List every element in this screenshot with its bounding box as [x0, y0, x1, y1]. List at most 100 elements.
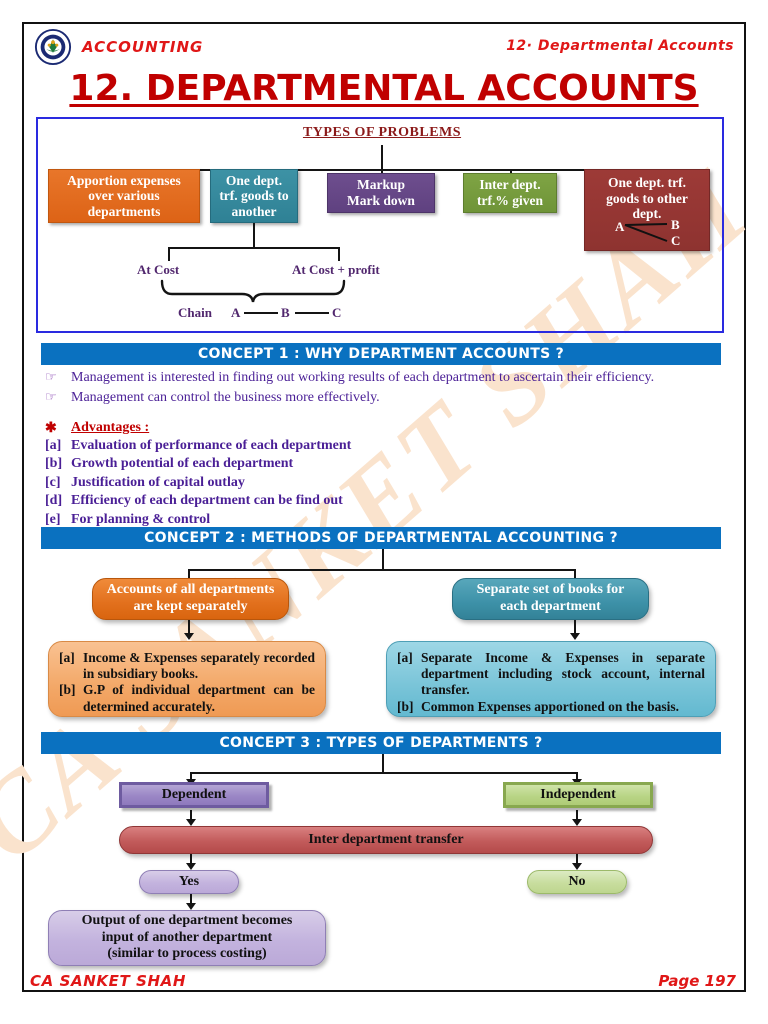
advantage-tag-d: [d] — [45, 493, 63, 509]
c3-bar — [190, 772, 578, 774]
concept-2-left-details[interactable]: [a] Income & Expenses separately recorde… — [48, 641, 326, 717]
c3-yes-connector — [190, 854, 192, 866]
subtree-drop-right — [338, 247, 340, 261]
problem-box-4-line-1: Inter dept. — [479, 177, 541, 193]
c2-left-item-b-tag: [b] — [59, 682, 76, 698]
c2-right-connector — [574, 620, 576, 635]
c3-stem — [382, 754, 384, 774]
problem-box-one-dept-trf-other[interactable]: One dept. trf. goods to other dept. — [584, 169, 710, 251]
c2-left-connector — [188, 620, 190, 635]
c2-left-arrow-icon — [184, 633, 194, 640]
concept-1-body: ☞ Management is interested in finding ou… — [41, 369, 731, 529]
types-of-problems-panel: TYPES OF PROBLEMS Apportion expenses ove… — [36, 117, 724, 333]
pointing-hand-icon: ☞ — [45, 389, 57, 404]
c2-right-head-line-2: each department — [500, 599, 601, 614]
tree-bar — [124, 169, 702, 171]
problem-box-inter-dept-percent[interactable]: Inter dept. trf.% given — [463, 173, 557, 213]
icai-emblem-icon — [34, 28, 72, 66]
problem-box-one-dept-trf-another[interactable]: One dept. trf. goods to another — [210, 169, 298, 223]
no-label: No — [568, 873, 586, 889]
dependent-label: Dependent — [161, 787, 227, 802]
problem-box-apportion-expenses[interactable]: Apportion expenses over various departme… — [48, 169, 200, 223]
advantages-heading: ✱ Advantages : — [41, 420, 731, 436]
concept-3-dependent-box[interactable]: Dependent — [119, 782, 269, 808]
concept-3-independent-box[interactable]: Independent — [503, 782, 653, 808]
concept-1-point-2: ☞ Management can control the business mo… — [41, 389, 731, 406]
problem-box-markup-markdown[interactable]: Markup Mark down — [327, 173, 435, 213]
advantage-tag-c: [c] — [45, 474, 61, 490]
problem-box-1-line-3: departments — [87, 203, 161, 219]
pointing-hand-icon: ☞ — [45, 369, 57, 384]
subtree-stem — [253, 223, 255, 249]
node-b-label: B — [671, 217, 680, 232]
problem-box-2-line-3: another — [231, 203, 277, 219]
list-item: [a] Evaluation of performance of each de… — [41, 437, 731, 455]
subtree-bar — [168, 247, 340, 249]
problem-box-4-line-2: trf.% given — [477, 193, 543, 208]
concept-2-right-details[interactable]: [a] Separate Income & Expenses in separa… — [386, 641, 716, 717]
problem-box-2-line-2: trf. goods to — [219, 188, 289, 204]
output-line-2: input of another department — [101, 929, 273, 945]
advantage-text-c: Justification of capital outlay — [71, 474, 245, 490]
c2-right-item-a-text: Separate Income & Expenses in separate d… — [421, 650, 705, 698]
types-of-problems-title: TYPES OF PROBLEMS — [302, 125, 462, 140]
brace-icon — [160, 279, 346, 303]
c3-output-arrow-icon — [186, 903, 196, 910]
advantage-text-d: Efficiency of each department can be fin… — [71, 493, 343, 509]
advantage-tag-a: [a] — [45, 438, 62, 453]
problem-box-3-line-2: Mark down — [347, 193, 415, 208]
c3-indep-connector — [576, 810, 578, 822]
list-item: [a] Income & Expenses separately recorde… — [57, 650, 315, 682]
c2-left-item-b-text: G.P of individual department can be dete… — [83, 682, 315, 714]
problem-box-1-line-1: Apportion expenses — [67, 172, 181, 188]
branch-label-at-cost: At Cost — [137, 262, 180, 277]
page-title: 12. DEPARTMENTAL ACCOUNTS — [69, 68, 699, 109]
output-line-1: Output of one department becomes — [81, 912, 293, 928]
c3-output-connector — [190, 894, 192, 906]
problem-box-2-line-1: One dept. — [225, 172, 283, 188]
problem-box-1-line-2: over various — [88, 188, 160, 204]
c3-no-arrow-icon — [572, 863, 582, 870]
list-item: [c] Justification of capital outlay — [41, 474, 731, 492]
concept-3-output-box[interactable]: Output of one department becomes input o… — [48, 910, 326, 966]
concept-3-yes-box[interactable]: Yes — [139, 870, 239, 894]
footer-page-number: Page 197 — [658, 972, 736, 990]
asterisk-icon: ✱ — [45, 421, 57, 436]
tree-stem — [381, 145, 383, 171]
advantages-heading-text: Advantages : — [71, 420, 150, 435]
page-border — [22, 22, 746, 992]
c2-drop-right — [574, 569, 576, 579]
concept-3-inter-department-transfer[interactable]: Inter department transfer — [119, 826, 653, 854]
c3-dep-connector — [190, 810, 192, 822]
list-item: [b] G.P of individual department can be … — [57, 682, 315, 714]
c2-bar — [188, 569, 576, 571]
c3-indep-arrow-icon — [572, 819, 582, 826]
node-connector-lines — [624, 223, 668, 242]
c2-right-item-b-tag: [b] — [397, 698, 414, 714]
c2-right-arrow-icon — [570, 633, 580, 640]
chain-node-a: A — [231, 305, 241, 320]
problem-box-5-line-2: goods to other — [606, 190, 688, 206]
advantages-list: [a] Evaluation of performance of each de… — [41, 437, 731, 529]
branch-label-at-cost-profit: At Cost + profit — [292, 262, 380, 277]
output-line-3: (similar to process costing) — [107, 946, 267, 962]
concept-1-point-2-text: Management can control the business more… — [71, 390, 380, 405]
c3-yes-arrow-icon — [186, 863, 196, 870]
concept-2-right-method[interactable]: Separate set of books for each departmen… — [452, 578, 649, 620]
concept-3-no-box[interactable]: No — [527, 870, 627, 894]
chain-node-b: B — [281, 305, 290, 320]
c2-left-head-line-1: Accounts of all departments — [106, 582, 275, 598]
concept-2-left-method[interactable]: Accounts of all departments are kept sep… — [92, 578, 289, 620]
c3-no-connector — [576, 854, 578, 866]
c3-drop-left — [190, 772, 192, 780]
list-item: [a] Separate Income & Expenses in separa… — [395, 650, 705, 699]
footer-author: CA SANKET SHAH — [30, 972, 187, 990]
c2-drop-left — [188, 569, 190, 579]
chain-node-c: C — [332, 305, 342, 320]
chain-label: Chain — [178, 305, 212, 320]
inter-transfer-label: Inter department transfer — [308, 831, 464, 847]
yes-label: Yes — [178, 873, 200, 889]
problem-box-3-line-1: Markup — [356, 177, 405, 193]
page-header: ACCOUNTING 12· Departmental Accounts — [30, 28, 738, 66]
